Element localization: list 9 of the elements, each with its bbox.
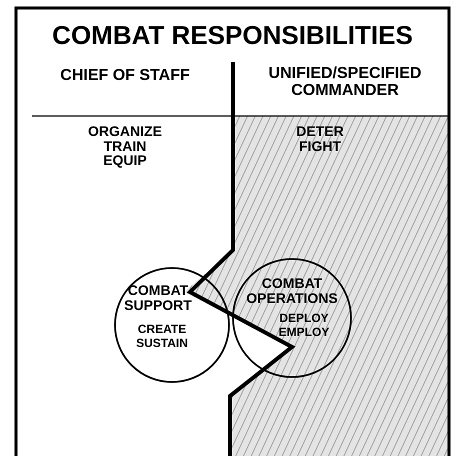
circle-text: CREATE SUSTAIN <box>135 323 189 351</box>
column-heading: CHIEF OF STAFF <box>59 68 191 85</box>
duty-list: ORGANIZE TRAIN EQUIP <box>85 124 165 168</box>
circle-heading: COMBAT OPERATIONS <box>246 276 338 307</box>
title: COMBAT RESPONSIBILITIES <box>51 22 414 50</box>
column-heading: UNIFIED/SPECIFIED COMMANDER <box>268 66 422 100</box>
duty-list: DETER FIGHT <box>280 124 360 154</box>
circle-text: DEPLOY EMPLOY <box>278 312 330 340</box>
circle-heading: COMBAT SUPPORT <box>123 283 193 314</box>
